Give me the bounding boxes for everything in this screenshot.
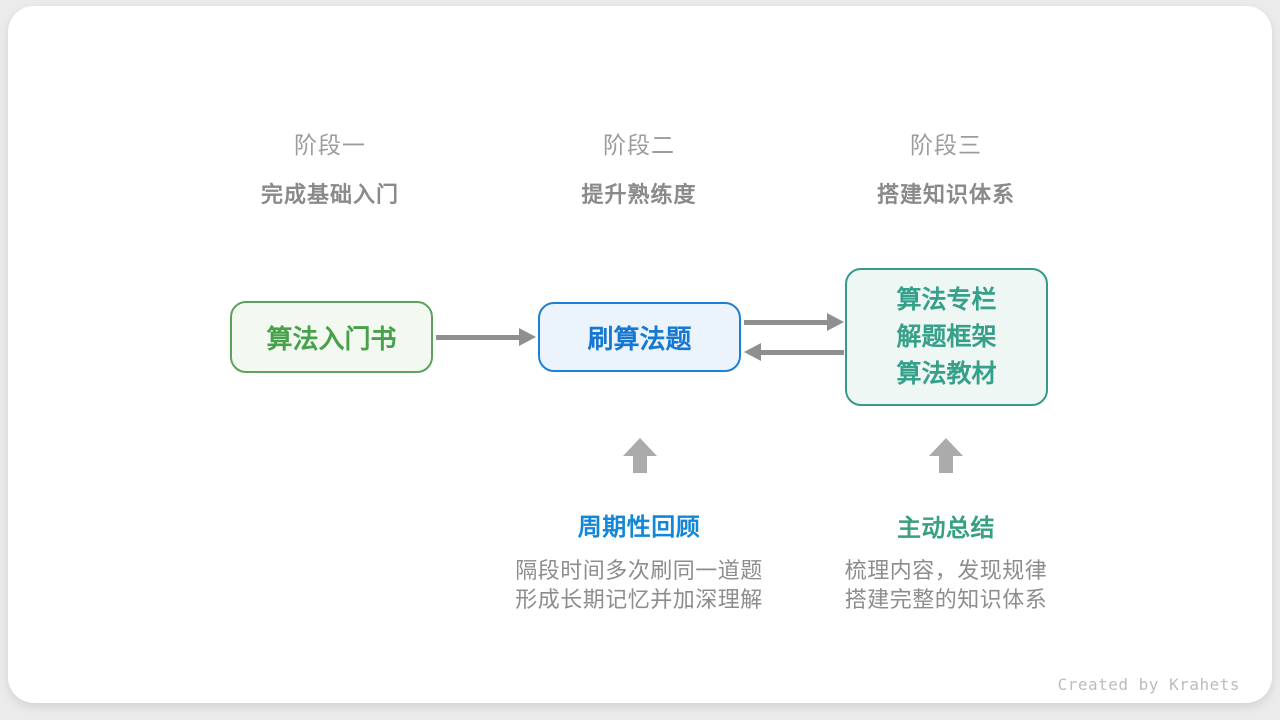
stage-3-title: 阶段三 xyxy=(910,132,982,158)
arrow-shaft xyxy=(744,319,830,325)
node-knowledge-line-3: 算法教材 xyxy=(896,359,997,388)
node-intro-book: 算法入门书 xyxy=(230,301,433,373)
annotation-review-description: 隔段时间多次刷同一道题 形成长期记忆并加深理解 xyxy=(479,556,799,614)
node-knowledge-system: 算法专栏 解题框架 算法教材 xyxy=(845,268,1048,406)
stage-header-2: 阶段二 提升熟练度 xyxy=(489,126,789,209)
stage-3-subtitle: 搭建知识体系 xyxy=(876,182,1015,207)
annotation-review-desc-line-1: 隔段时间多次刷同一道题 xyxy=(515,558,763,583)
annotation-review-label: 周期性回顾 xyxy=(577,514,701,541)
annotation-summary-description: 梳理内容，发现规律 搭建完整的知识体系 xyxy=(786,556,1106,614)
stage-header-1: 阶段一 完成基础入门 xyxy=(180,126,480,209)
arrow-practice-to-knowledge-icon xyxy=(744,313,844,331)
stage-header-3: 阶段三 搭建知识体系 xyxy=(796,126,1096,209)
stage-2-title: 阶段二 xyxy=(603,132,675,158)
up-arrow-summary-icon xyxy=(929,438,963,473)
node-practice-problems: 刷算法题 xyxy=(538,302,741,372)
arrow-knowledge-to-practice-icon xyxy=(744,343,844,361)
up-arrow-review-icon xyxy=(623,438,657,473)
node-knowledge-line-2: 解题框架 xyxy=(896,322,997,351)
stage-1-title: 阶段一 xyxy=(294,132,366,158)
arrow-head-right-icon xyxy=(827,313,844,331)
node-practice-problems-label: 刷算法题 xyxy=(587,323,692,354)
annotation-summary-desc-line-2: 搭建完整的知识体系 xyxy=(844,587,1048,612)
annotation-review-desc-line-2: 形成长期记忆并加深理解 xyxy=(515,587,763,612)
arrow-head-left-icon xyxy=(744,343,761,361)
annotation-summary-label: 主动总结 xyxy=(897,515,995,542)
up-arrow-head-icon xyxy=(929,438,963,456)
stage-2-subtitle: 提升熟练度 xyxy=(581,182,697,207)
arrow-shaft xyxy=(758,349,844,355)
node-intro-book-label: 算法入门书 xyxy=(266,323,397,354)
node-knowledge-line-1: 算法专栏 xyxy=(896,285,997,314)
stage-1-subtitle: 完成基础入门 xyxy=(260,182,399,207)
footer-credit: Created by Krahets xyxy=(1057,675,1240,694)
arrow-head-right-icon xyxy=(519,328,536,346)
arrow-intro-to-practice-icon xyxy=(436,328,536,346)
up-arrow-head-icon xyxy=(623,438,657,456)
annotation-summary-desc-line-1: 梳理内容，发现规律 xyxy=(844,558,1048,583)
arrow-shaft xyxy=(436,334,522,340)
up-arrow-stem xyxy=(939,456,953,473)
up-arrow-stem xyxy=(633,456,647,473)
